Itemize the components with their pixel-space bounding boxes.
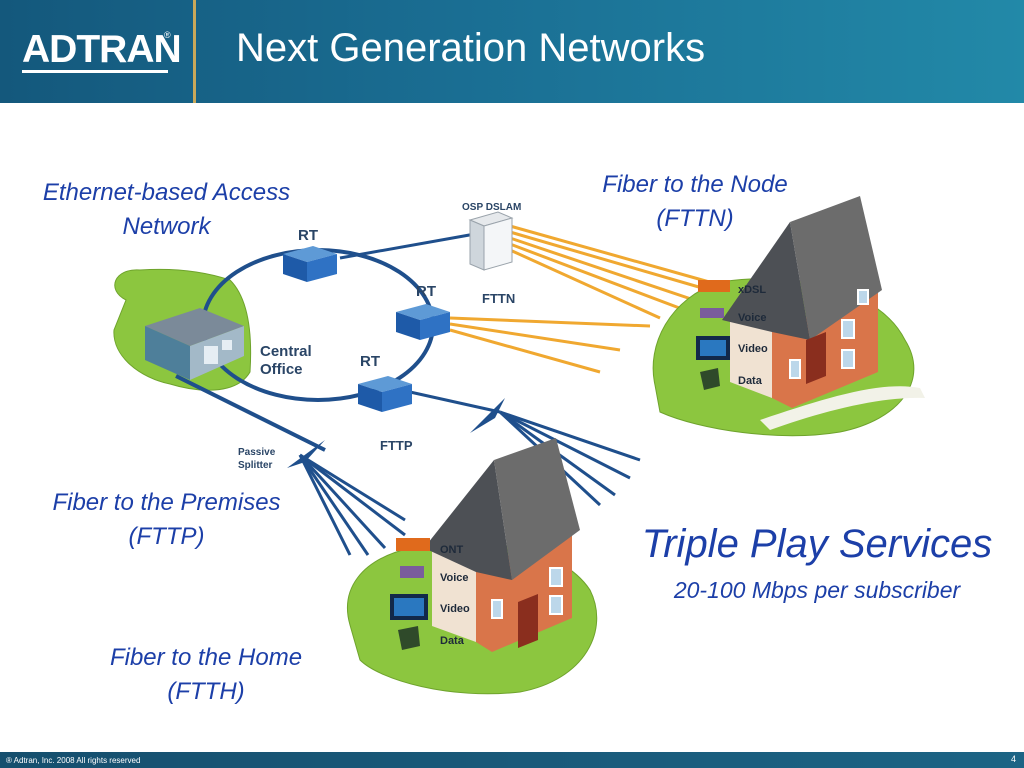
- fttn-house-labels: xDSL Voice Video Data: [738, 284, 771, 387]
- triple-play-subtitle: 20-100 Mbps per subscriber: [673, 577, 961, 603]
- header-divider: [193, 0, 196, 103]
- central-office-building: [145, 308, 244, 380]
- network-diagram: Central Office RT: [113, 196, 925, 695]
- rt-box-bottom: [358, 376, 412, 412]
- ftth-house-labels: ONT Voice Video Data: [440, 544, 473, 647]
- osp-dslam-label: OSP DSLAM: [462, 202, 521, 213]
- rt-label-bottom: RT: [360, 353, 380, 370]
- fttp-label: FTTP: [380, 438, 413, 453]
- splitter-label: Passive Splitter: [238, 447, 278, 471]
- fttp-arrow: [470, 398, 505, 433]
- rt-fibers: [449, 316, 651, 374]
- triple-play-title: Triple Play Services: [641, 522, 993, 566]
- rt-label-top: RT: [298, 227, 318, 244]
- dslam-link: [339, 232, 476, 260]
- osp-dslam-cabinet: [468, 211, 514, 271]
- footer-copyright: ® Adtran, Inc. 2008 All rights reserved: [6, 756, 141, 765]
- header-bar: ADTRAN ® Next Generation Networks: [0, 0, 1024, 103]
- splitter-link: [175, 374, 326, 452]
- caption-fttn: Fiber to the Node (FTTN): [602, 171, 788, 232]
- registered-mark: ®: [164, 30, 171, 40]
- logo-underline: [22, 70, 168, 73]
- adtran-logo: ADTRAN: [22, 28, 182, 71]
- caption-ethernet: Ethernet-based Access Network: [42, 179, 291, 240]
- caption-fttp: Fiber to the Premises (FTTP): [52, 489, 281, 550]
- rt-box-mid: [396, 304, 450, 340]
- footer-bar: ® Adtran, Inc. 2008 All rights reserved …: [0, 752, 1024, 768]
- fttn-dslam-fibers: [509, 224, 721, 320]
- splitter-fibers: [298, 453, 406, 556]
- fttn-label: FTTN: [482, 291, 515, 306]
- caption-ftth: Fiber to the Home (FTTH): [109, 644, 303, 705]
- central-office-label: Central Office: [260, 343, 316, 378]
- rt-label-mid: RT: [416, 283, 436, 300]
- ftth-house: [347, 438, 598, 695]
- page-number: 4: [1010, 754, 1016, 764]
- rt-box-top: [283, 246, 337, 282]
- splitter-arrow: [287, 440, 325, 468]
- fttn-house: [652, 196, 925, 437]
- slide-title: Next Generation Networks: [236, 26, 706, 70]
